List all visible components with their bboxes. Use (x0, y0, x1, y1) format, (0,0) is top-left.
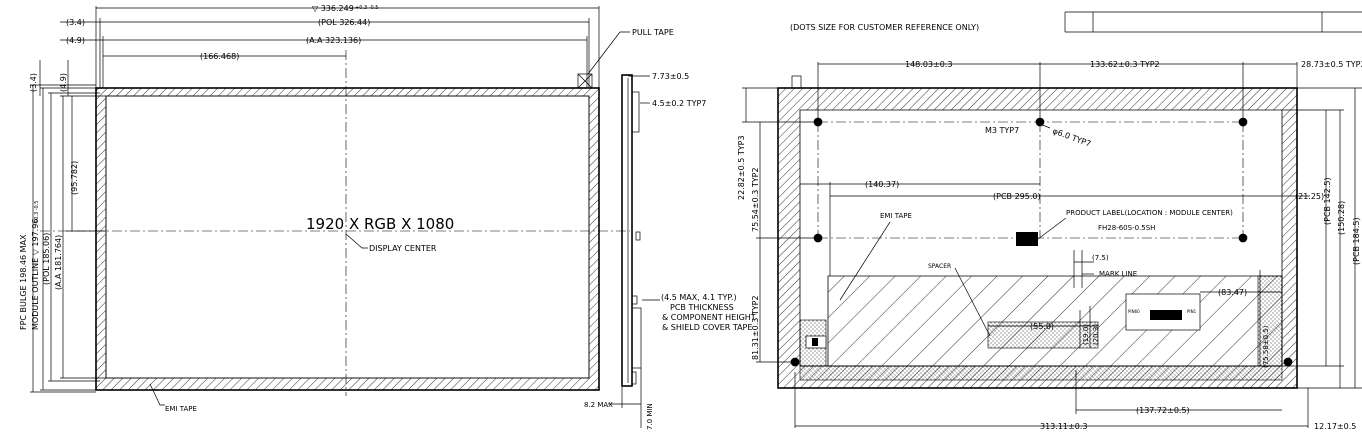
side-thickness-2: 4.5±0.2 TYP7 (652, 99, 706, 108)
rear-dim-81-label: 81.31±0.3 TYP2 (751, 295, 760, 360)
side-pcb-bump (631, 307, 642, 369)
m3-label: M3 TYP7 (985, 126, 1019, 135)
pcb-note-line-1: (4.5 MAX, 4.1 TYP.) (661, 293, 737, 302)
spacer-label: SPACER (928, 263, 951, 270)
right-dots-region (1257, 275, 1283, 367)
rear-dim-148-label: 148.03±0.3 (905, 60, 952, 69)
pcb-area (827, 275, 1283, 367)
active-area-outline (105, 95, 590, 379)
pol-width-label: (POL 326.44) (318, 18, 370, 27)
pcb-note-line-4: & SHIELD COVER TAPE (662, 323, 752, 332)
pull-tape-label: PULL TAPE (632, 28, 674, 37)
pin1-label: PIN1 (1187, 309, 1197, 314)
center-x-label: (166.468) (200, 52, 239, 61)
bezel-frame (95, 87, 600, 391)
emi-tape-leader (149, 383, 165, 406)
dim-75b-label: (7.5) (1092, 254, 1109, 262)
rear-dim-15028-label: (150.28) (1337, 201, 1346, 235)
dots-note: (DOTS SIZE FOR CUSTOMER REFERENCE ONLY) (790, 23, 979, 32)
module-outline-height-label: MODULE OUTLINE ▽ 197.96 (31, 219, 40, 330)
rear-emi-tape-label: EMI TAPE (880, 212, 912, 220)
outline-width-tolerance: +0.3 -0.5 (355, 5, 379, 11)
outline-width-label: ▽ 336.249 (312, 4, 354, 13)
dim-1217-label: 12.17±0.5 (1314, 422, 1356, 431)
aa-height-label: (A.A 181.764) (54, 235, 63, 290)
left-aa-offset-label: (4.9) (59, 73, 68, 92)
pull-tape-leader (587, 31, 630, 75)
fpc-bulge-label: FPC BULGE 198.46 MAX (19, 234, 28, 330)
aa-width-label: (A.A 323.136) (306, 36, 361, 45)
rear-dim-28-label: 28.73±0.5 TYP2 (1301, 60, 1362, 69)
dim-13772-label: (137.72±0.5) (1136, 406, 1190, 415)
rear-dim-2125-label: (21.25) (1295, 192, 1324, 201)
rear-view: 148.03±0.3 133.62±0.3 TYP2 28.73±0.5 TYP… (737, 60, 1362, 431)
display-center-label: DISPLAY CENTER (369, 244, 437, 253)
dim-550-label: (55.0) (1030, 322, 1054, 331)
pcb-note-line-2: PCB THICKNESS (670, 303, 734, 312)
title-block-fragment (1064, 11, 1362, 33)
center-y-label: (95.782) (70, 161, 79, 195)
connector-label: FH28-60S-0.5SH (1098, 224, 1155, 232)
side-thickness-1: 7.73±0.5 (652, 72, 689, 81)
dim-203-label: (20.3) (1092, 324, 1100, 345)
pol-offset-label: (3.4) (66, 18, 85, 27)
product-label-label: PRODUCT LABEL(LOCATION : MODULE CENTER) (1066, 209, 1233, 217)
display-center-leader (345, 233, 368, 249)
side-bracket-top (631, 91, 640, 133)
rear-dim-pcb1425-label: (PCB 142.5) (1323, 177, 1332, 225)
rear-dim-75-label: 75.54±0.3 TYP2 (751, 167, 760, 232)
module-outline-tolerance: +0.3 -0.5 (34, 201, 40, 225)
rear-dim-133-label: 133.62±0.3 TYP2 (1090, 60, 1160, 69)
pol-height-label: (POL 185.06) (42, 233, 51, 285)
side-min-label: 7.0 MIN (646, 403, 654, 430)
pin60-label: PIN60 (1128, 309, 1140, 314)
side-profile-outer (621, 74, 633, 387)
dim-313-label: 313.11±0.3 (1040, 422, 1087, 431)
side-view: 7.73±0.5 4.5±0.2 TYP7 (4.5 MAX, 4.1 TYP.… (584, 72, 756, 430)
module-outline (95, 87, 600, 391)
side-max-label: 8.2 MAX (584, 401, 613, 409)
rear-dim-140-label: (140.37) (865, 180, 899, 189)
emi-tape-label: EMI TAPE (165, 405, 197, 413)
rear-dim-pcb295-label: (PCB 295.0) (993, 192, 1041, 201)
pcb-note-line-3: & COMPONENT HEIGHT (662, 313, 756, 322)
mark-line-label: MARK LINE (1099, 270, 1137, 278)
dim-7558-label: (75.58±0.5) (1262, 325, 1270, 368)
rear-dim-pcb1845-label: (PCB 184.5) (1352, 217, 1361, 265)
product-label-box (1016, 232, 1038, 246)
left-pol-offset-label: (3.4) (29, 73, 38, 92)
phi6-label: φ6.0 TYP7 (1051, 126, 1092, 148)
aa-offset-label: (4.9) (66, 36, 85, 45)
rear-dim-22-label: 22.82±0.5 TYP3 (737, 135, 746, 200)
dim-190-label: (19.0) (1082, 324, 1090, 345)
dim-8347-label: (83.47) (1218, 288, 1247, 297)
resolution-label: 1920 X RGB X 1080 (306, 215, 454, 233)
front-view: ▽ 336.249 +0.3 -0.5 (3.4) (POL 326.44) (… (19, 4, 674, 413)
